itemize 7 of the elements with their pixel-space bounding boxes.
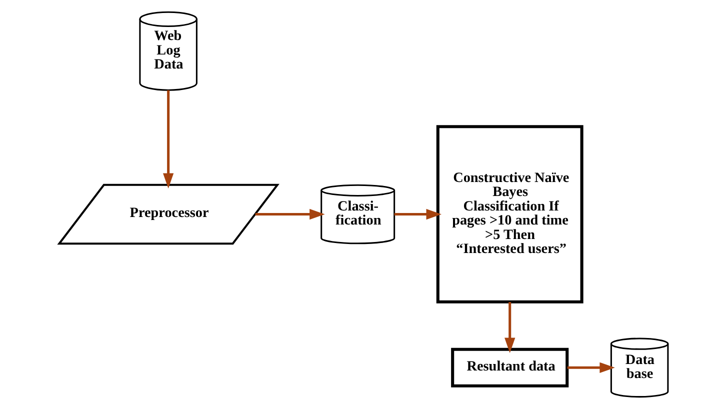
- node-box: Constructive Naïve Bayes Classification If pages >10 and time >5 Then “Interested users”: [436, 125, 583, 304]
- arrow: [162, 90, 174, 188]
- node-box: Resultant data: [450, 348, 568, 388]
- arrow: [254, 208, 324, 220]
- arrow: [504, 302, 515, 354]
- arrow: [566, 362, 614, 373]
- arrow: [394, 208, 441, 220]
